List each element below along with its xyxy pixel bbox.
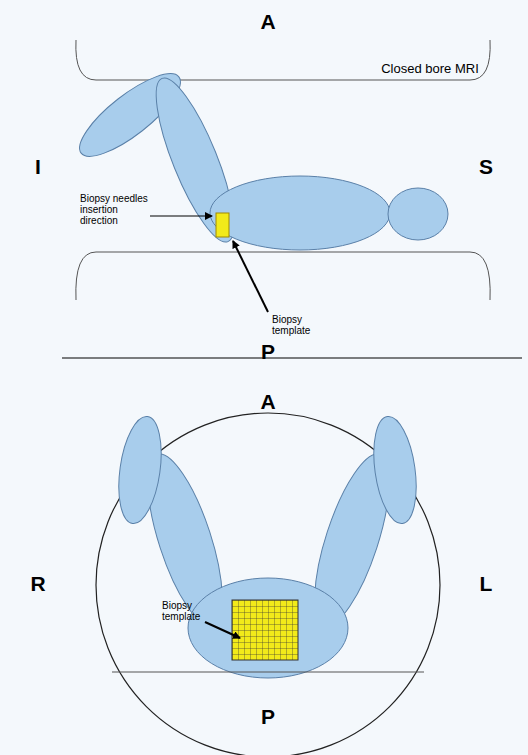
pelvis (188, 578, 348, 678)
view-letter: P (261, 705, 275, 728)
head (388, 188, 448, 240)
bore-bottom (76, 252, 490, 300)
bore-top (76, 40, 490, 80)
torso (210, 176, 390, 250)
needle-arrow (150, 216, 212, 217)
divider (62, 357, 522, 358)
view-letter: S (479, 155, 493, 178)
view-letter: A (260, 10, 275, 33)
view-letter: P (261, 340, 275, 363)
annotation: Biopsy template (272, 314, 322, 336)
left-shin (113, 414, 168, 527)
bore-circle (96, 413, 440, 755)
biopsy-template (216, 213, 229, 237)
view-letter: R (30, 572, 45, 595)
template-grid (232, 600, 298, 660)
annotation: Biopsy template (162, 600, 212, 622)
table (112, 672, 424, 673)
annotation: Biopsy needles insertion direction (80, 193, 150, 226)
view-letter: I (35, 155, 41, 178)
leader-arrow (233, 241, 268, 312)
view-letter: L (480, 572, 493, 595)
right-shin (368, 414, 423, 527)
view-letter: A (260, 390, 275, 413)
leader-arrow (205, 622, 240, 638)
device-label: Closed bore MRI (381, 62, 479, 76)
template-grid-lines (232, 600, 298, 660)
